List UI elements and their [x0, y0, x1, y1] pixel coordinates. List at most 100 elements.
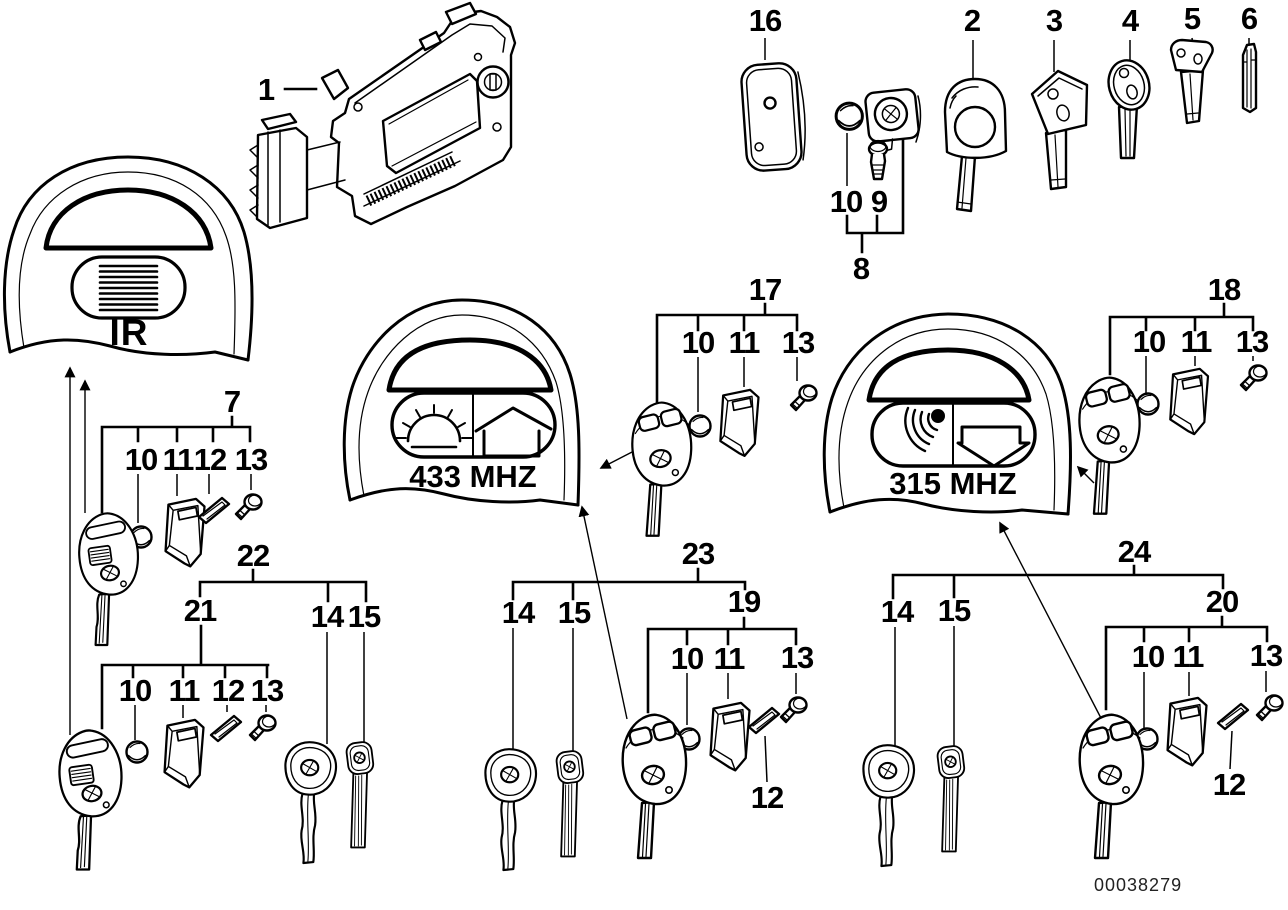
arrow-key18-to-315 — [1076, 465, 1095, 484]
battery-cap-part-g18 — [1136, 392, 1160, 416]
callout-2: 2 — [964, 3, 980, 38]
remote-key-part-g17 — [631, 401, 693, 537]
callout-23: 23 — [682, 536, 715, 571]
remote-key-part-g24 — [1078, 713, 1145, 860]
callout-g19-10: 10 — [671, 641, 703, 676]
callout-g7-10: 10 — [125, 442, 157, 477]
screw-part-g7 — [234, 493, 263, 521]
lock-cap-part — [834, 101, 864, 131]
part-key-3 — [1030, 69, 1089, 191]
screw-part-g19 — [779, 696, 808, 724]
plate-part-g21 — [209, 714, 243, 743]
remote-key-part-g18 — [1078, 376, 1141, 515]
callout-g19-12: 12 — [751, 780, 783, 815]
radio-waves-icon — [904, 406, 945, 453]
callout-g7-11: 11 — [163, 442, 195, 477]
arrow-key17-to-433 — [599, 450, 635, 469]
battery-cover-part-g18 — [1169, 367, 1210, 436]
lock-screw-part — [867, 139, 889, 181]
battery-cover-part-g7 — [164, 497, 206, 568]
plate-part-g19 — [747, 706, 781, 735]
callout-4: 4 — [1122, 3, 1140, 38]
arrow-key23-to-433 — [578, 505, 628, 720]
callout-g18-13: 13 — [1236, 324, 1269, 359]
callout-lock-10: 10 — [830, 184, 862, 219]
ir-key-part-g21 — [58, 729, 123, 871]
part-lock-cylinder-group — [834, 88, 922, 181]
key15-part-g24 — [935, 744, 967, 853]
callout-g21-13: 13 — [251, 673, 284, 708]
battery-cover-part-g21 — [163, 718, 205, 789]
callout-g21-11: 11 — [169, 673, 201, 708]
callout-1: 1 — [258, 72, 275, 107]
callout-16: 16 — [749, 3, 782, 38]
callout-lines — [100, 37, 1269, 783]
callout-g23-14: 14 — [502, 595, 536, 630]
ir-remote-graphic — [2, 155, 254, 362]
callout-g24-15: 15 — [938, 593, 971, 628]
callout-g18-11: 11 — [1181, 324, 1213, 359]
callout-g18-10: 10 — [1133, 324, 1165, 359]
part-key-4 — [1107, 59, 1151, 160]
callout-22: 22 — [237, 538, 269, 573]
battery-cap-part-g17 — [688, 414, 712, 438]
screw-part-g17 — [789, 384, 818, 412]
key14-part-g24 — [862, 744, 916, 868]
callout-5: 5 — [1184, 1, 1201, 36]
part-key-2 — [943, 77, 1008, 213]
callout-g22-14: 14 — [311, 599, 345, 634]
document-number: 00038279 — [1094, 875, 1182, 895]
callout-19: 19 — [728, 584, 761, 619]
callout-g22-15: 15 — [348, 599, 381, 634]
callout-g21-10: 10 — [119, 673, 151, 708]
part-key-5 — [1169, 38, 1214, 125]
reference-arrows — [64, 366, 1104, 735]
callout-21: 21 — [184, 593, 217, 628]
remote-key-part-g23 — [621, 713, 688, 860]
callout-6: 6 — [1241, 1, 1258, 36]
house-icon — [474, 406, 553, 458]
callout-g20-13: 13 — [1250, 638, 1283, 673]
screw-part-g21 — [248, 714, 277, 742]
callout-g20-10: 10 — [1132, 639, 1164, 674]
callout-g17-13: 13 — [782, 325, 815, 360]
callout-g17-11: 11 — [729, 325, 761, 360]
callout-g19-11: 11 — [714, 641, 746, 676]
battery-cover-part-g20 — [1166, 696, 1208, 767]
battery-cover-part-g17 — [719, 388, 760, 458]
light-icon — [395, 404, 473, 449]
battery-cover-part-g19 — [709, 701, 751, 772]
callout-24: 24 — [1118, 534, 1152, 569]
callout-g7-13: 13 — [235, 442, 268, 477]
ir-label: IR — [110, 312, 149, 353]
callout-g21-12: 12 — [212, 673, 244, 708]
battery-cap-part-g21 — [125, 740, 149, 764]
callout-g23-15: 15 — [558, 595, 591, 630]
part-door-lock-module — [249, 1, 517, 230]
plate-part-g20 — [1216, 702, 1250, 731]
callout-g24-14: 14 — [881, 594, 915, 629]
screw-part-g20 — [1255, 694, 1284, 722]
key15-part-g23 — [554, 749, 586, 858]
callout-9: 9 — [871, 184, 888, 219]
arrow-key24-to-315 — [999, 521, 1104, 723]
ir-key-part-g7 — [78, 512, 140, 647]
callout-g20-12: 12 — [1213, 767, 1245, 802]
mhz315-label: 315 MHZ — [889, 466, 1017, 501]
part-key-blank-6 — [1241, 42, 1258, 114]
down-arrow-icon — [956, 425, 1031, 468]
mhz315-remote-graphic — [822, 312, 1072, 516]
part-remote-shell — [740, 62, 806, 172]
callout-g20-11: 11 — [1173, 639, 1205, 674]
key14-part-g22 — [284, 741, 338, 865]
callout-g17-10: 10 — [682, 325, 714, 360]
callout-20: 20 — [1206, 584, 1238, 619]
mhz433-remote-graphic — [342, 298, 581, 507]
callout-3: 3 — [1046, 3, 1063, 38]
callout-g7-12: 12 — [194, 442, 226, 477]
callout-18: 18 — [1208, 272, 1241, 307]
callout-17: 17 — [749, 272, 781, 307]
callout-7: 7 — [224, 384, 240, 419]
